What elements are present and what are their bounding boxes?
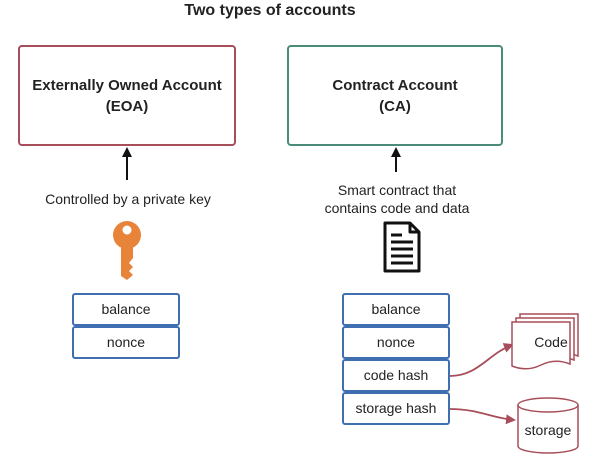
eoa-box: Externally Owned Account (EOA) <box>18 45 236 146</box>
document-icon <box>383 221 421 273</box>
ca-name: Contract Account <box>332 76 458 94</box>
ca-field-code-hash: code hash <box>342 359 450 392</box>
ca-field-storage-hash: storage hash <box>342 392 450 425</box>
ca-caption: Smart contract that contains code and da… <box>290 181 504 217</box>
ca-box: Contract Account (CA) <box>287 45 503 146</box>
ca-field-balance: balance <box>342 293 450 326</box>
eoa-field-balance: balance <box>72 293 180 326</box>
storage-cylinder-icon <box>517 397 579 454</box>
eoa-name: Externally Owned Account <box>32 76 222 94</box>
code-label: Code <box>534 334 568 350</box>
storage-label: storage <box>525 422 572 438</box>
eoa-abbr: (EOA) <box>105 97 149 115</box>
diagram-title: Two types of accounts <box>184 2 356 19</box>
storage-hash-connector <box>449 408 516 425</box>
eoa-caption: Controlled by a private key <box>45 191 211 207</box>
ca-caption-line-1: Smart contract that <box>337 182 457 198</box>
code-pages-icon <box>511 313 579 370</box>
code-hash-connector <box>449 343 514 377</box>
key-icon <box>113 221 141 280</box>
ca-field-nonce: nonce <box>342 326 450 359</box>
ca-caption-line-2: contains code and data <box>324 200 470 216</box>
ca-abbr: (CA) <box>379 97 411 115</box>
eoa-field-nonce: nonce <box>72 326 180 359</box>
